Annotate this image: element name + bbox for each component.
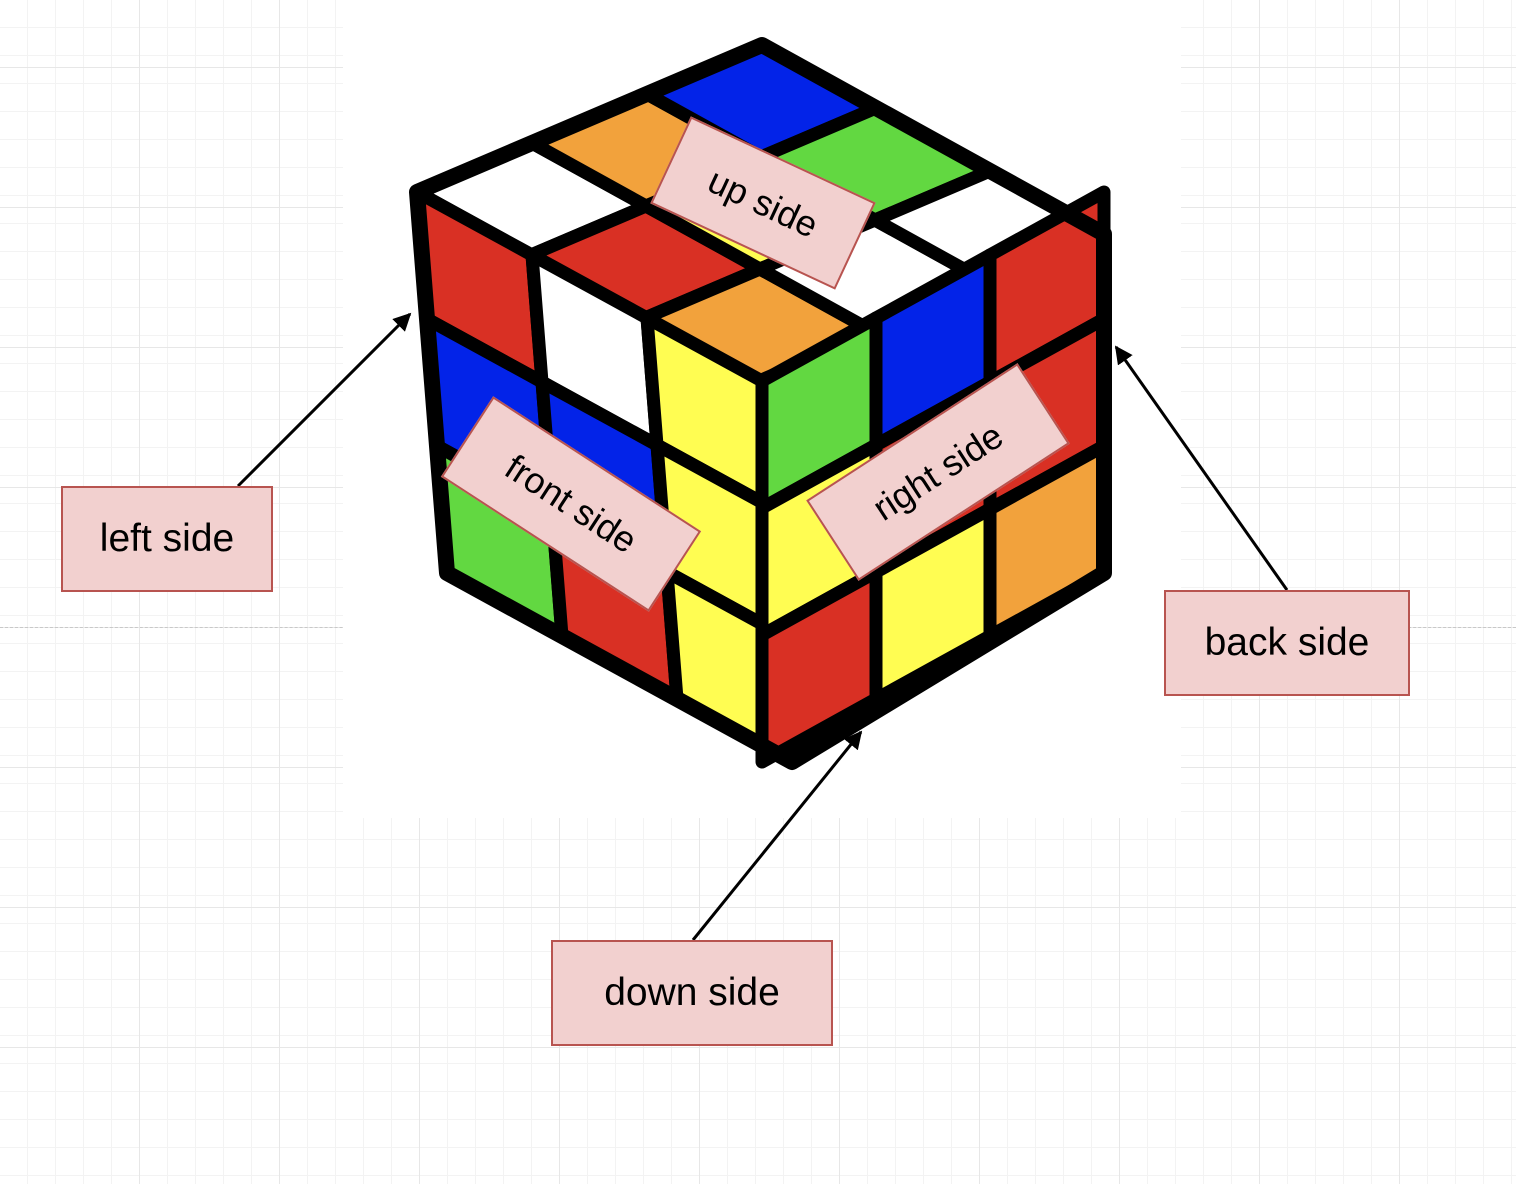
arrows [236,312,1289,941]
back-side-label[interactable]: back side [1164,590,1410,696]
left-side-arrow [236,312,412,488]
back-side-arrow [1114,345,1289,591]
left-side-label[interactable]: left side [61,486,273,592]
down-side-label[interactable]: down side [551,940,833,1046]
cube-outline [409,37,1112,770]
down-side-arrow [691,730,863,941]
